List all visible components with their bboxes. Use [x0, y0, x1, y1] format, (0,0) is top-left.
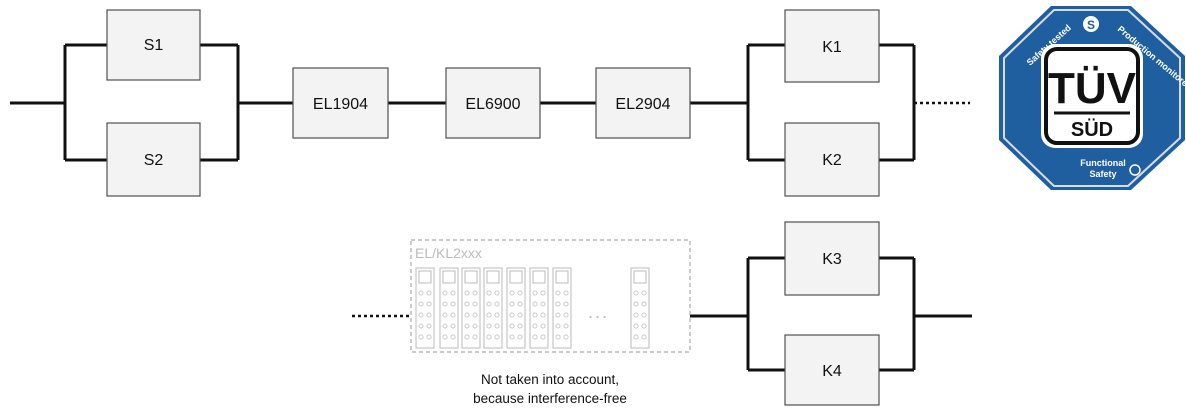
terminal-module [483, 267, 503, 349]
block-k3-label: K3 [822, 251, 842, 268]
block-s2: S2 [106, 122, 201, 197]
block-el2904-label: EL2904 [615, 96, 670, 113]
seal-bottom-line1: Functional [1080, 158, 1126, 168]
seal-rim [1003, 9, 1181, 187]
block-k1-label: K1 [822, 39, 842, 56]
seal-sub-text: SÜD [1071, 118, 1113, 141]
terminal-module [439, 267, 459, 349]
terminal-module [415, 267, 435, 349]
seal-bottom-line2: Safety [1089, 169, 1116, 179]
block-k4-label: K4 [822, 363, 842, 380]
block-k3: K3 [784, 221, 880, 296]
terminal-modules [415, 267, 650, 349]
block-s1-label: S1 [144, 37, 164, 54]
terminal-module [506, 267, 526, 349]
top-chain-wires [10, 43, 970, 162]
terminal-group-note-line2: because interference-free [473, 391, 627, 406]
block-k2-label: K2 [822, 152, 842, 169]
block-el6900-label: EL6900 [465, 96, 520, 113]
block-k1: K1 [784, 9, 880, 83]
seal-inner-panel [1041, 44, 1143, 148]
block-el6900: EL6900 [445, 67, 541, 139]
block-el1904-label: EL1904 [313, 96, 368, 113]
terminal-module [529, 267, 549, 349]
terminal-group-title: EL/KL2xxx [415, 245, 482, 261]
terminal-group-el-kl2xxx: EL/KL2xxx ... [410, 239, 691, 353]
block-el2904: EL2904 [595, 67, 691, 139]
svg-text:S: S [1087, 18, 1095, 32]
seal-main-text: TÜV [1048, 64, 1137, 113]
block-s2-label: S2 [144, 152, 164, 169]
terminal-module [630, 267, 650, 349]
bottom-chain-wires [352, 256, 972, 372]
block-k4: K4 [784, 334, 880, 406]
terminal-module [461, 267, 481, 349]
tuv-sud-seal: S Safety tested Production monitored TÜV… [999, 6, 1186, 190]
terminal-module [552, 267, 572, 349]
terminal-group-note-line1: Not taken into account, [481, 372, 619, 387]
block-s1: S1 [106, 9, 201, 81]
terminal-ellipsis: ... [588, 302, 609, 322]
seal-check-icon [1129, 164, 1141, 176]
seal-s-icon [1083, 16, 1099, 32]
block-el1904: EL1904 [292, 67, 389, 139]
block-k2: K2 [784, 122, 880, 197]
